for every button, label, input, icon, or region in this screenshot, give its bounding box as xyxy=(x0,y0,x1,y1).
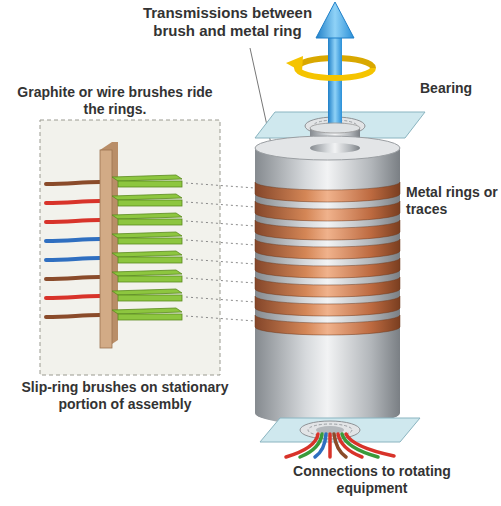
brush-panel xyxy=(40,120,220,375)
shaft xyxy=(328,34,342,128)
stationary-label: Slip-ring brushes on stationary portion … xyxy=(5,379,245,413)
brush-label: Graphite or wire brushes ride the rings. xyxy=(15,84,215,118)
rotation-arrow-head xyxy=(286,56,303,72)
connections-label: Connections to rotating equipment xyxy=(287,463,457,497)
bearing-label: Bearing xyxy=(420,80,496,97)
transmission-lines xyxy=(186,183,255,321)
rings-label: Metal rings or traces xyxy=(406,184,498,218)
rotation-arrow xyxy=(297,68,373,78)
slip-ring-cylinder xyxy=(255,136,400,425)
output-wires xyxy=(286,434,394,457)
arrow-head xyxy=(316,2,354,38)
heading-label: Transmissions between brush and metal ri… xyxy=(120,4,335,40)
